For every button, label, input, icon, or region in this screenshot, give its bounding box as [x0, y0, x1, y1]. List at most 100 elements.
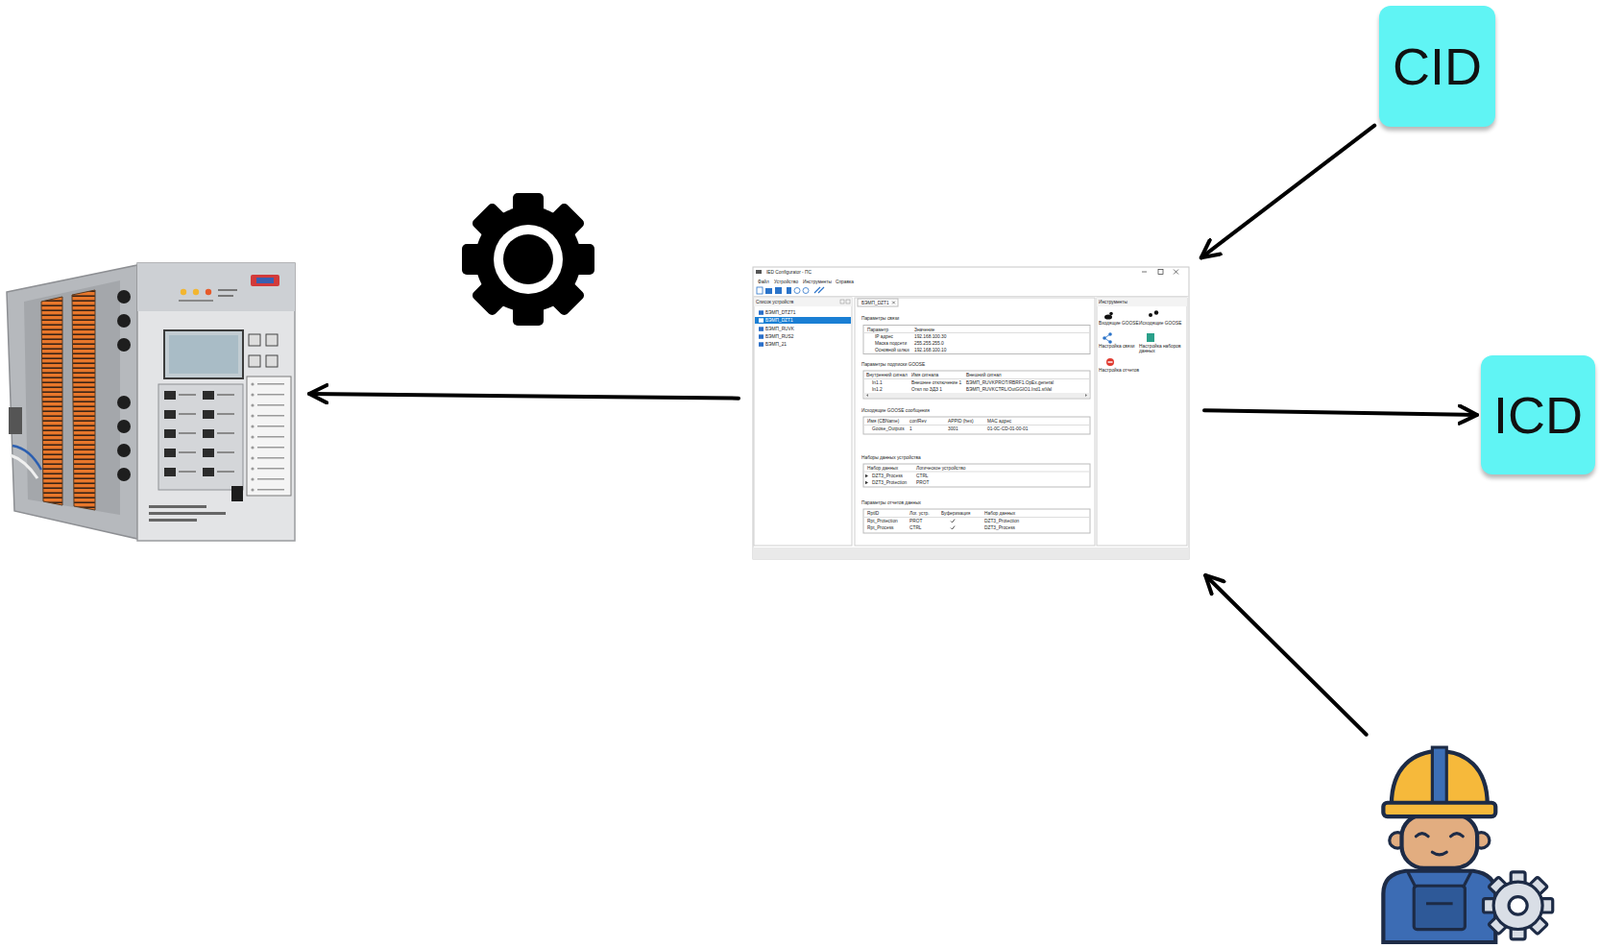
relay-device-illustration-part-part — [257, 457, 285, 460]
relay-device-illustration-part-part — [217, 470, 235, 473]
window-text: Входящие GOOSE — [1098, 320, 1140, 326]
configurator-window-chrome-part — [758, 341, 764, 347]
relay-device-illustration-part-part — [164, 390, 176, 400]
configurator-window-chrome-part — [846, 299, 850, 304]
flow-arrow — [1205, 575, 1367, 735]
window-text: Имя сигнала — [911, 372, 939, 378]
relay-device-illustration-part — [169, 335, 239, 374]
relay-device-illustration-part-part — [202, 410, 215, 419]
configurator-window-chrome — [752, 266, 1189, 559]
window-text: 1 — [909, 426, 913, 432]
engineer-illustration-part — [1407, 872, 1472, 904]
relay-device-illustration-part-part — [257, 414, 285, 417]
relay-device-illustration-part-part — [217, 432, 235, 435]
relay-device-illustration-part-part — [250, 435, 254, 438]
window-text: Rpt_Process — [867, 525, 894, 531]
window-text: IED Configurator - ПС — [766, 269, 812, 275]
relay-device-illustration-part — [178, 299, 214, 302]
relay-device-illustration-part — [137, 263, 295, 541]
relay-device-illustration-part-part — [178, 412, 196, 415]
relay-device-illustration-part-part — [250, 466, 254, 470]
relay-device-illustration-part-part — [250, 445, 254, 449]
file-format-box: ICD — [1480, 355, 1596, 475]
relay-device-illustration-part — [148, 511, 226, 515]
configurator-window-chrome-part — [865, 474, 869, 485]
window-text: Файл — [757, 279, 770, 285]
configurator-window-chrome-part — [863, 378, 1091, 380]
relay-device-illustration-part — [148, 505, 207, 509]
relay-device-illustration-part-part — [164, 467, 176, 477]
configurator-window-chrome-part — [863, 332, 1091, 334]
window-text: CTRL — [909, 525, 922, 531]
configurator-window-chrome-part — [794, 288, 800, 294]
relay-device-illustration-part — [6, 265, 138, 539]
configurator-window-chrome-part — [752, 266, 1189, 559]
file-format-label: ICD — [1493, 388, 1583, 441]
relay-device-illustration-part-part — [202, 467, 215, 477]
configurator-window-chrome-part — [765, 288, 773, 294]
flow-arrow — [1204, 410, 1478, 415]
relay-device-illustration-part-part — [164, 429, 176, 438]
configurator-window-chrome-part — [758, 317, 764, 323]
window-text: 192.168.100.30 — [914, 334, 946, 340]
relay-device-illustration-part-part — [257, 404, 285, 407]
relay-device-illustration-part-part — [202, 448, 215, 458]
window-text: Настройка отчетов — [1098, 367, 1140, 373]
window-text: Параметр — [867, 327, 889, 333]
configurator-window-chrome-part — [756, 287, 763, 294]
window-text: 192.168.100.10 — [914, 347, 946, 353]
relay-device-illustration-part-part — [178, 432, 196, 435]
relay-device-illustration-part-part — [250, 456, 254, 460]
window-text: DZT3_Process — [872, 473, 903, 479]
relay-device-illustration-part — [250, 382, 285, 491]
relay-device-illustration-part-part — [164, 410, 176, 419]
window-text: БЭМП_DZT1 — [861, 300, 890, 306]
configurator-window-chrome-part — [752, 295, 1189, 297]
window-text: Лог. устр. — [909, 510, 930, 516]
relay-device-illustration-part-part — [257, 393, 285, 396]
configurator-window-chrome-part — [775, 287, 782, 294]
relay-device-illustration-part-part — [257, 436, 285, 438]
configurator-window-chrome-part — [863, 516, 1091, 518]
configurator-window-chrome-part — [754, 316, 851, 324]
relay-device-illustration-part-part — [250, 477, 254, 481]
relay-device-illustration-part — [231, 485, 243, 502]
window-text: Список устройств — [755, 299, 794, 305]
window-text: БЭМП_DTZ71 — [765, 310, 796, 316]
configurator-window-chrome-part — [1108, 361, 1114, 363]
relay-device-illustration-part — [246, 376, 291, 496]
window-text: БЭМП_21 — [765, 341, 787, 347]
relay-device-illustration-part — [164, 390, 235, 477]
relay-device-illustration-part — [193, 289, 199, 295]
configurator-window-chrome-part — [1154, 310, 1159, 315]
file-format-box: CID — [1379, 5, 1496, 127]
window-text: CTRL — [916, 473, 929, 479]
configurator-window-chrome-part — [1096, 297, 1188, 546]
relay-device-illustration-part — [41, 296, 63, 506]
relay-device-illustration-part — [164, 330, 243, 379]
relay-device-illustration-part — [180, 289, 187, 295]
configurator-window-chrome-part — [786, 287, 792, 294]
window-text: Настройка наборов данных — [1139, 343, 1184, 354]
file-format-label: CID — [1392, 40, 1482, 93]
window-text: Логическое устройство — [916, 465, 966, 471]
configurator-window-chrome-part — [840, 299, 845, 304]
relay-device-illustration-part-part — [250, 392, 254, 396]
window-text: Инструменты — [1098, 299, 1128, 305]
configurator-window-chrome-part — [1108, 332, 1113, 337]
engineer-illustration — [1382, 747, 1552, 943]
configurator-window-chrome-part — [753, 297, 852, 546]
configurator-window-chrome-part — [1173, 269, 1179, 275]
configurator-window-chrome-part — [1141, 271, 1147, 273]
engineer-illustration-part-part — [1508, 896, 1528, 916]
window-text: БЭМП_RUS2 — [765, 334, 794, 340]
window-text: Справка — [835, 279, 854, 285]
relay-device-illustration-part — [117, 395, 131, 410]
relay-device-illustration-part-part — [250, 487, 254, 491]
gear-icon-part — [493, 224, 563, 294]
relay-device-illustration-part-part — [257, 425, 285, 428]
window-text: In1.1 — [872, 380, 883, 386]
configurator-window-chrome-part — [863, 424, 1091, 426]
relay-device-illustration-part — [72, 290, 96, 510]
